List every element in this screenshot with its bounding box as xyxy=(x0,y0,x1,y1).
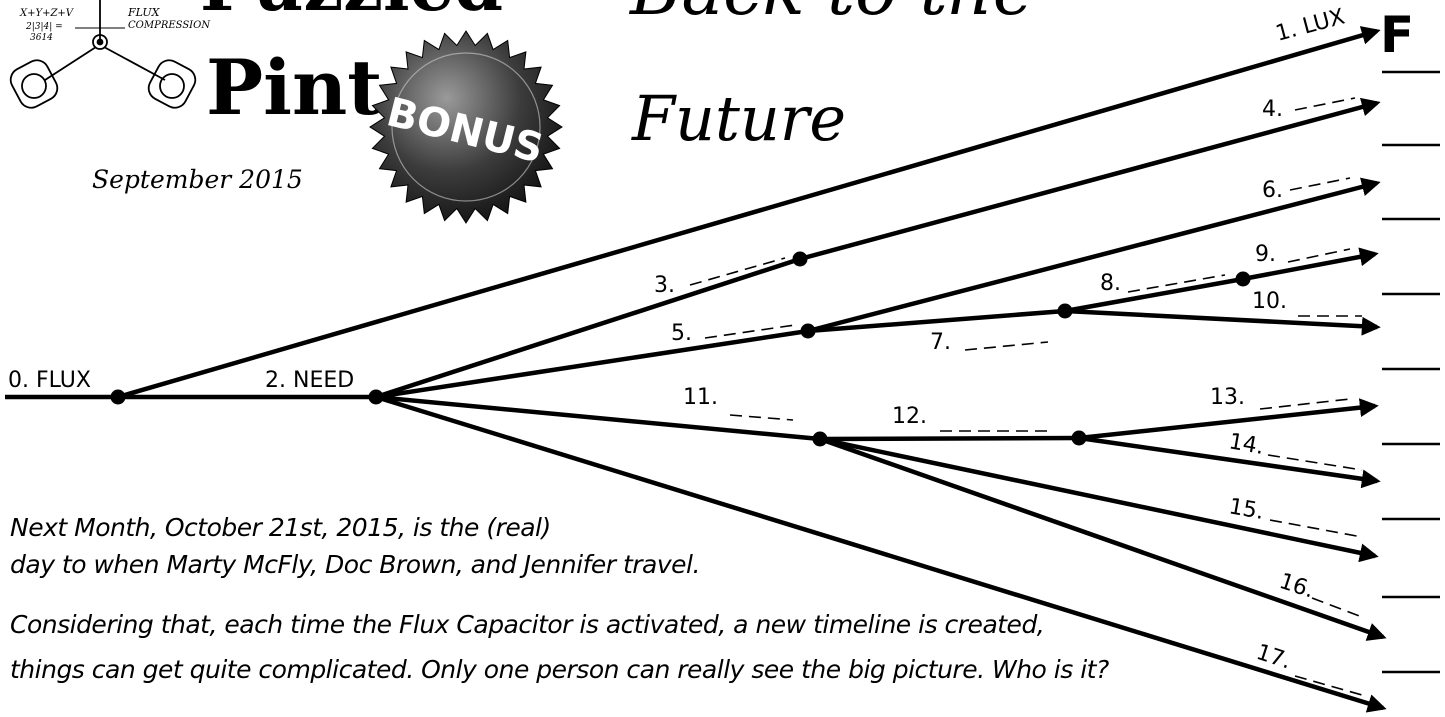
corner-letter: F xyxy=(1380,6,1414,64)
logo-arm-right xyxy=(104,47,165,80)
node-3 xyxy=(793,252,808,267)
label-7: 7. xyxy=(930,330,951,355)
label-12: 12. xyxy=(892,404,927,429)
logo-formula-mid: 2|3|4| = xyxy=(25,22,63,32)
label-10: 10. xyxy=(1252,289,1287,314)
label-2: 2. NEED xyxy=(265,368,354,393)
logo-formula-bot: 3614 xyxy=(30,33,53,43)
logo-capsule-left xyxy=(6,56,61,112)
label-15: 15. xyxy=(1227,494,1266,525)
label-14: 14. xyxy=(1227,429,1266,460)
logo-formula-top: X+Y+Z+V xyxy=(19,8,75,19)
logo-caption-1: FLUX xyxy=(127,6,161,19)
node-flux xyxy=(111,390,126,405)
answer-blanks xyxy=(1382,72,1440,672)
issue-date: September 2015 xyxy=(92,165,303,194)
branch-to-5 xyxy=(376,331,808,397)
logo-capsule-right xyxy=(144,56,199,112)
label-4: 4. xyxy=(1262,97,1283,122)
label-5: 5. xyxy=(671,321,692,346)
label-1: 1. LUX xyxy=(1273,4,1347,46)
label-6: 6. xyxy=(1262,178,1283,203)
label-8: 8. xyxy=(1100,271,1121,296)
branch-to-6 xyxy=(808,183,1377,331)
branch-to-4 xyxy=(800,103,1377,259)
story-line-3: Considering that, each time the Flux Cap… xyxy=(10,610,1044,639)
logo-caption-2: COMPRESSION xyxy=(128,20,211,31)
bonus-badge: BONUS xyxy=(370,31,562,223)
node-11 xyxy=(813,432,828,447)
branch-to-13 xyxy=(1079,406,1375,438)
label-9: 9. xyxy=(1255,242,1276,267)
node-8 xyxy=(1236,272,1251,287)
node-12 xyxy=(1072,431,1087,446)
story-line-1: Next Month, October 21st, 2015, is the (… xyxy=(10,513,551,542)
label-3: 3. xyxy=(654,273,675,298)
story-line-2: day to when Marty McFly, Doc Brown, and … xyxy=(10,550,700,579)
label-13: 13. xyxy=(1210,385,1245,410)
branch-to-3 xyxy=(376,259,800,397)
node-need xyxy=(369,390,384,405)
label-0: 0. FLUX xyxy=(8,368,91,393)
branch-to-10 xyxy=(1065,311,1377,327)
brand-bottom-text: Pint xyxy=(206,43,382,132)
story-line-4: things can get quite complicated. Only o… xyxy=(10,655,1109,684)
branch-to-8 xyxy=(1065,279,1243,311)
node-7 xyxy=(1058,304,1073,319)
title-line-2: Future xyxy=(631,82,846,155)
title-line-1: Back to the xyxy=(628,0,1034,31)
branch-to-12 xyxy=(820,438,1079,439)
label-16: 16. xyxy=(1276,569,1317,604)
brand-top-text: Puzzled xyxy=(200,0,503,27)
node-5 xyxy=(801,324,816,339)
label-11: 11. xyxy=(683,385,718,410)
